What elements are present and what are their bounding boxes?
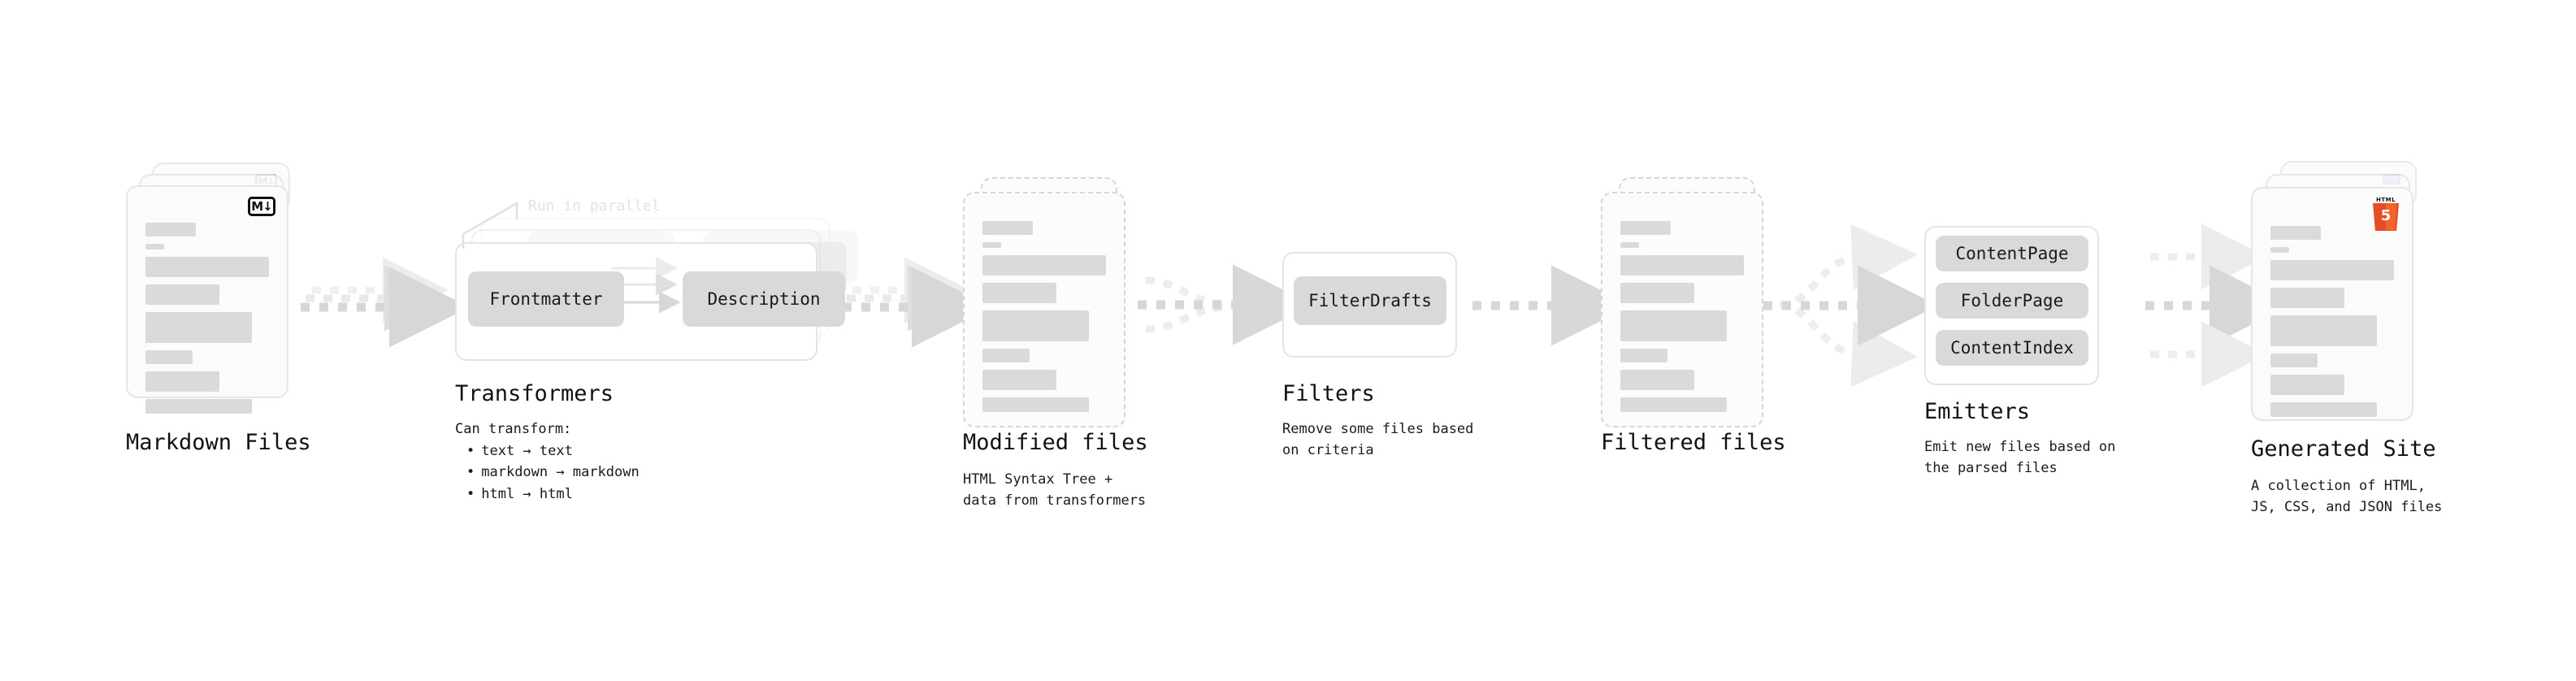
stage-title-filters: Filters [1282,381,1375,406]
modified-files-subtitle: HTML Syntax Tree + data from transformer… [963,471,1147,509]
content-bar [145,257,269,277]
content-bar [145,371,220,392]
stage-title-emitters: Emitters [1924,399,2031,424]
content-bar [2270,288,2345,308]
chip-contentindex[interactable]: ContentIndex [1936,330,2088,366]
content-bar [2270,375,2345,395]
content-bar [2270,402,2377,417]
run-in-parallel-bracket [462,201,518,249]
html5-badge-glyph: HTML 5 [2373,197,2399,231]
content-bar [982,349,1030,362]
chip-contentpage[interactable]: ContentPage [1936,236,2088,271]
connector-md-to-transformers [301,257,470,348]
stage-title-modified-files: Modified files [963,430,1148,455]
content-bar [145,223,196,236]
html5-number: 5 [2380,207,2392,224]
run-in-parallel-label: Run in parallel [528,197,661,215]
filtered-file-front [1601,192,1763,427]
content-bar [1620,370,1695,390]
connector-filtered-to-emitters [1763,223,1938,388]
chip-filterdrafts[interactable]: FilterDrafts [1294,276,1446,325]
transform-rule-item: html → html [466,484,640,505]
content-bar [1620,242,1639,248]
content-bar [982,255,1106,275]
content-bar [982,370,1057,390]
content-bar [145,350,193,364]
content-bar [2270,354,2318,367]
content-bar [1620,349,1667,362]
content-bar [982,310,1089,341]
transformers-bullet-list: text → text markdown → markdown html → h… [455,440,640,505]
transform-rule-item: text → text [466,440,640,462]
modified-file-front [963,192,1125,427]
emitters-subtitle: Emit new files based on the parsed files [1924,439,2116,476]
content-bar [145,399,252,414]
site-file-html: HTML 5 [2251,187,2413,421]
content-bar [982,242,1001,248]
chip-description[interactable]: Description [683,271,845,327]
content-bar [2270,315,2377,346]
connector-emitters-to-site [2145,223,2290,388]
content-bar [1620,221,1671,235]
generated-site-subtitle: A collection of HTML, JS, CSS, and JSON … [2251,478,2443,515]
content-bar [1620,397,1727,412]
content-bar [2270,226,2321,240]
markdown-file-content [145,223,269,421]
markdown-icon: M↓ [248,197,275,216]
chip-frontmatter[interactable]: Frontmatter [468,271,624,327]
markdown-file-front: M↓ [126,185,288,414]
stage-title-transformers: Transformers [455,381,614,406]
html5-shield: 5 [2373,203,2399,231]
transformers-subtitle: Can transform: [455,421,572,437]
chip-folderpage[interactable]: FolderPage [1936,283,2088,319]
connector-modified-to-filters [1138,264,1313,345]
html5-icon: HTML 5 [2373,197,2399,231]
stage-title-generated-site: Generated Site [2251,436,2436,462]
content-bar [982,397,1089,412]
modified-file-content [982,221,1106,419]
content-bar [1620,310,1727,341]
content-bar [982,283,1057,303]
filters-subtitle: Remove some files based on criteria [1282,421,1474,458]
filtered-file-content [1620,221,1744,419]
stage-title-filtered-files: Filtered files [1601,430,1786,455]
stage-title-markdown-files: Markdown Files [126,430,311,455]
connector-transformers-to-modified [824,257,992,348]
content-bar [145,312,252,343]
content-bar [2270,247,2289,253]
markdown-badge-glyph: M↓ [248,197,275,216]
transform-rule-item: markdown → markdown [466,462,639,483]
html5-wordmark: HTML [2375,197,2396,203]
site-file-content [2270,226,2394,424]
content-bar [982,221,1033,235]
content-bar [2270,260,2394,280]
content-bar [1620,255,1744,275]
content-bar [1620,283,1695,303]
content-bar [145,244,164,249]
content-bar [145,284,220,305]
